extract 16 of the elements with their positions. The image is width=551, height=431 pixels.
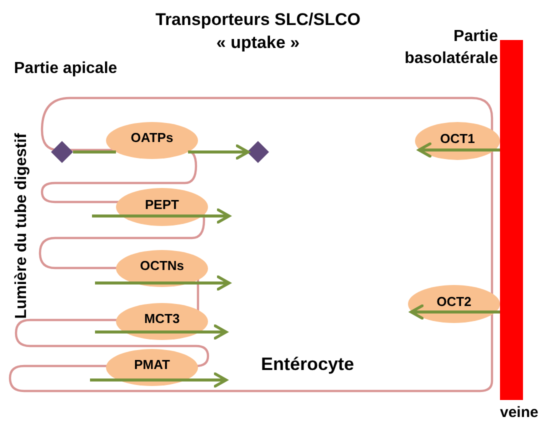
transporter-ellipse: PEPT bbox=[116, 188, 208, 226]
transport-arrow bbox=[410, 304, 500, 320]
substrate-diamond bbox=[51, 141, 73, 163]
vein-label: veine bbox=[500, 404, 538, 421]
lumen-label: Lumière du tube digestif bbox=[13, 132, 31, 321]
title: Transporteurs SLC/SLCO « uptake » bbox=[154, 9, 362, 54]
transporter-ellipse: OCTNs bbox=[116, 250, 208, 287]
region-label: Partie basolatérale bbox=[404, 27, 498, 69]
transport-arrow bbox=[417, 142, 500, 158]
region-label: Partie apicale bbox=[14, 60, 118, 78]
substrate-diamond bbox=[247, 141, 269, 163]
transporter-ellipse: OCT2 bbox=[408, 285, 500, 323]
cell-label: Entérocyte bbox=[261, 354, 354, 375]
transporter-ellipse: OCT1 bbox=[415, 122, 500, 160]
vein-bar bbox=[500, 40, 523, 400]
transport-arrow bbox=[188, 144, 250, 160]
